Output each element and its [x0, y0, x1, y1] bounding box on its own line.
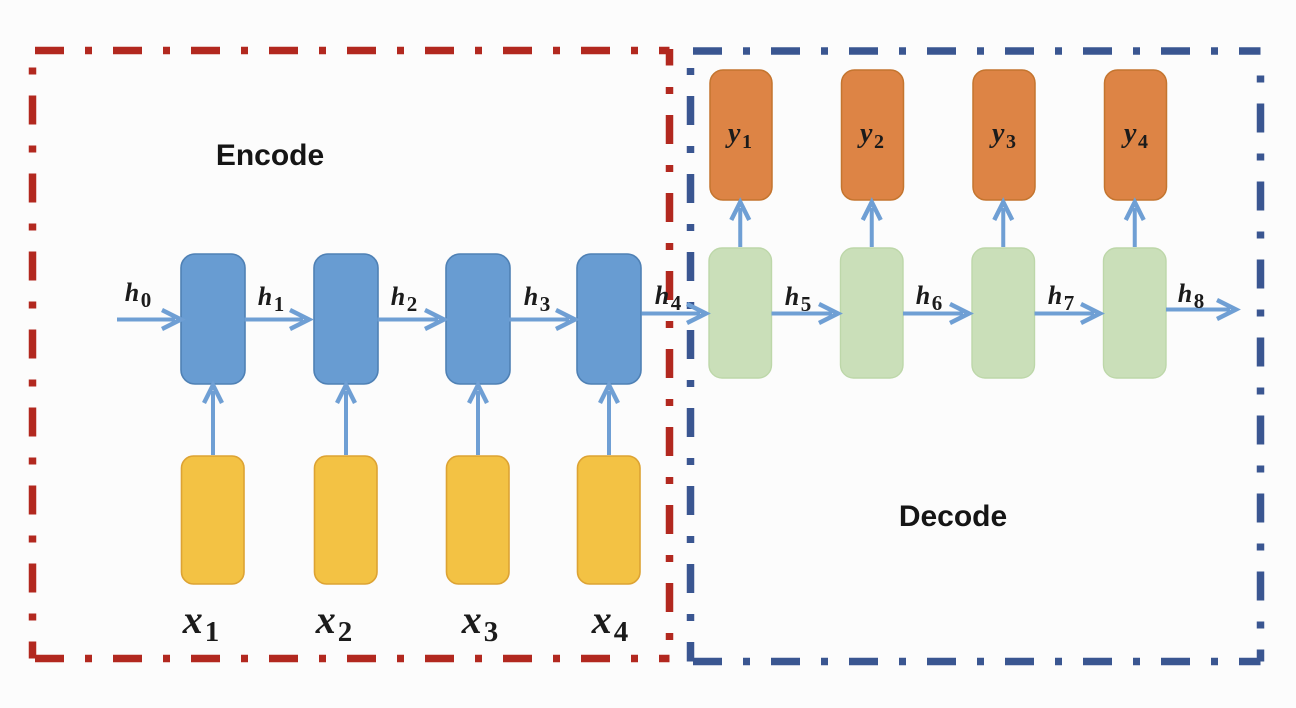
svg-text:Decode: Decode [899, 500, 1007, 533]
svg-text:y1: y1 [725, 118, 752, 153]
svg-text:h0: h0 [125, 278, 151, 312]
svg-text:h3: h3 [524, 282, 550, 316]
svg-text:Encode: Encode [216, 139, 324, 172]
svg-text:x4: x4 [591, 597, 629, 648]
svg-text:x2: x2 [315, 597, 353, 648]
svg-text:y4: y4 [1121, 118, 1148, 153]
svg-text:h6: h6 [916, 281, 942, 315]
svg-text:h7: h7 [1048, 281, 1074, 315]
svg-text:h1: h1 [258, 282, 284, 316]
svg-text:x3: x3 [461, 597, 499, 648]
svg-text:y3: y3 [989, 118, 1016, 153]
svg-text:x1: x1 [182, 597, 220, 648]
svg-text:h8: h8 [1178, 279, 1204, 313]
svg-text:h4: h4 [655, 281, 682, 315]
svg-text:y2: y2 [857, 118, 884, 153]
svg-text:h2: h2 [391, 282, 417, 316]
svg-text:h5: h5 [785, 282, 811, 316]
